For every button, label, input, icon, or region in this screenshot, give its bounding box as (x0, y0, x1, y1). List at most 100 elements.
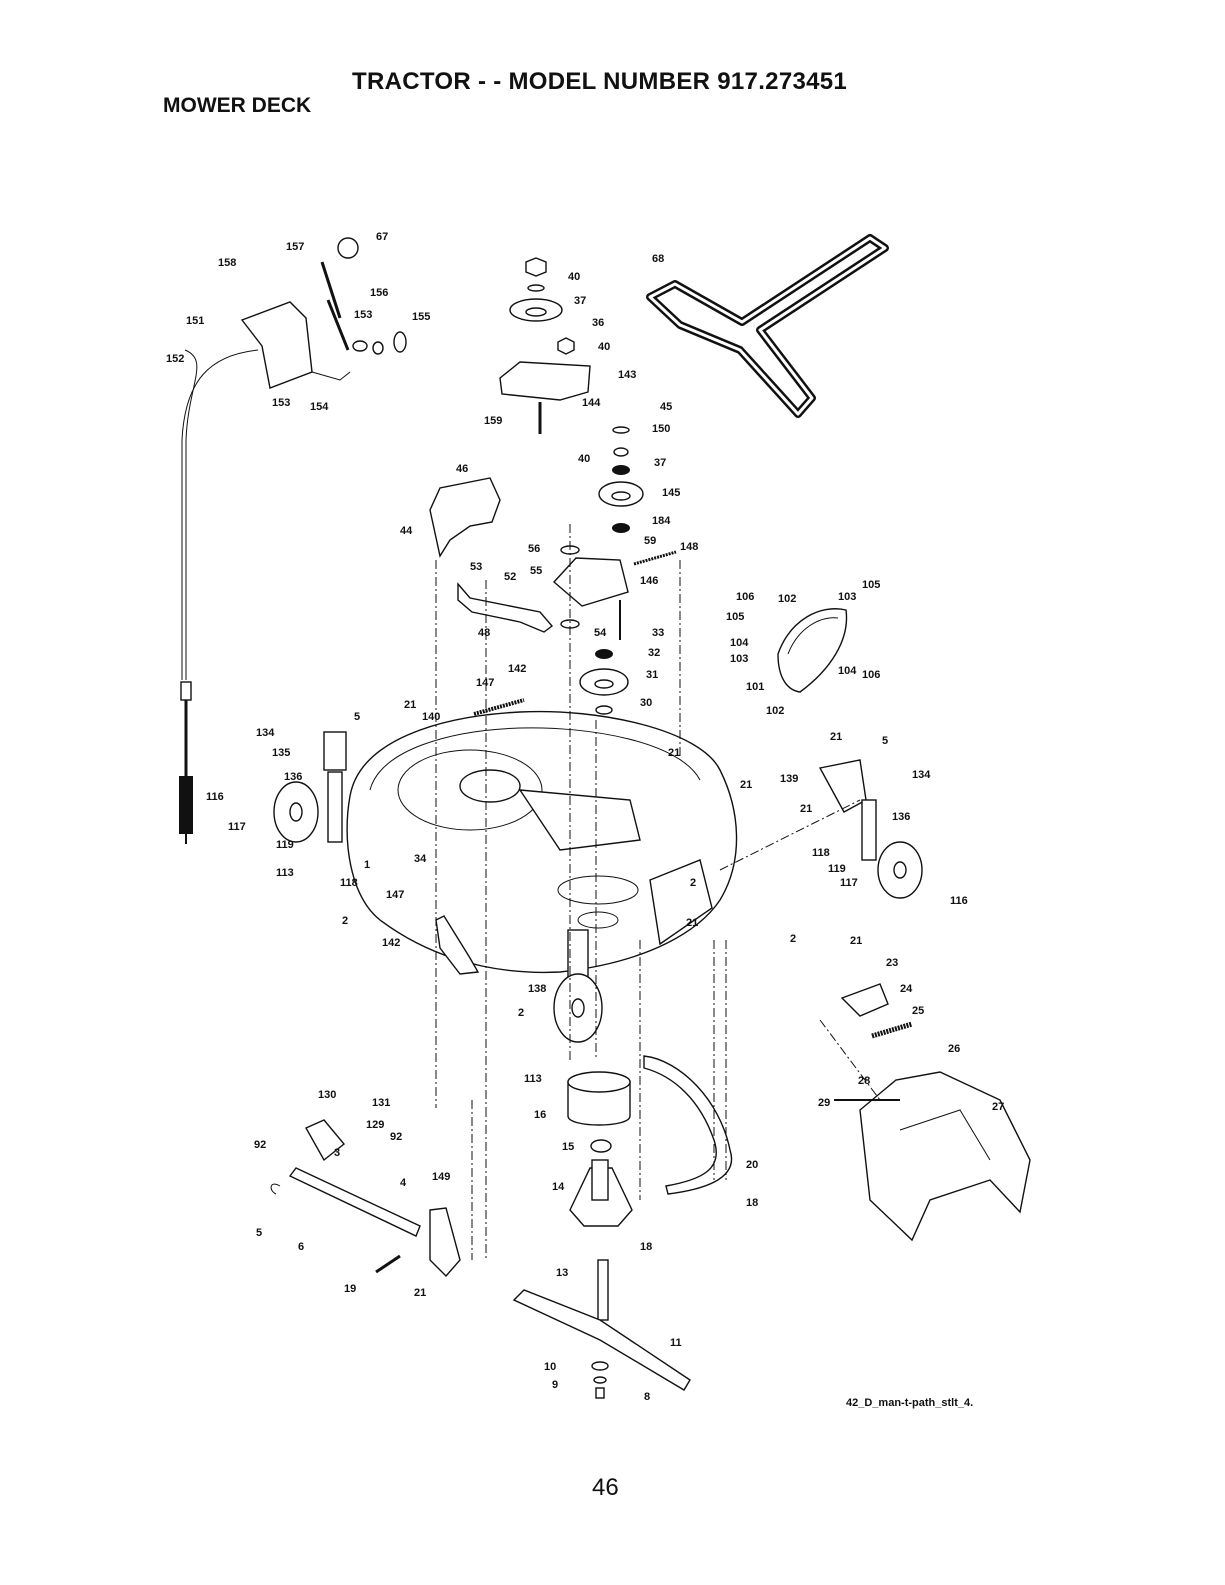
belt-guard (429, 477, 501, 558)
callout-105b: 105 (862, 579, 880, 591)
callout-28: 28 (858, 1075, 870, 1087)
callout-154: 154 (310, 401, 329, 413)
hanger-bracket (435, 915, 480, 975)
front-gauge-wheel (553, 929, 603, 1043)
callout-142: 142 (508, 663, 526, 675)
chute-bracket (840, 983, 913, 1039)
callout-144: 144 (582, 397, 601, 409)
callout-23: 23 (886, 957, 898, 969)
callout-105: 105 (726, 611, 744, 623)
center-pulley-stack (552, 426, 677, 715)
callout-135: 135 (272, 747, 290, 759)
callout-34: 34 (414, 853, 427, 865)
callout-184: 184 (652, 515, 671, 527)
callout-117b: 117 (840, 877, 858, 889)
idler-arm (457, 582, 554, 716)
callout-148: 148 (680, 541, 698, 553)
callout-68: 68 (652, 253, 664, 265)
callout-2d: 2 (518, 1007, 524, 1019)
callout-119: 119 (276, 839, 294, 851)
callout-92: 92 (254, 1139, 266, 1151)
callout-118: 118 (340, 877, 358, 889)
callout-11: 11 (670, 1337, 682, 1349)
callout-103b: 103 (730, 653, 748, 665)
callout-104b: 104 (838, 665, 857, 677)
callout-14: 14 (552, 1181, 565, 1193)
deck-housing (346, 710, 738, 974)
callout-153: 153 (354, 309, 372, 321)
callout-40c: 40 (578, 453, 590, 465)
callout-102: 102 (778, 593, 796, 605)
callout-140: 140 (422, 711, 440, 723)
callout-147b: 147 (386, 889, 404, 901)
callout-92b: 92 (390, 1131, 402, 1143)
callout-13: 13 (556, 1267, 568, 1279)
callout-5b: 5 (882, 735, 888, 747)
callout-119b: 119 (828, 863, 846, 875)
callout-3: 3 (334, 1147, 340, 1159)
callout-21g: 21 (850, 935, 862, 947)
callout-8: 8 (644, 1391, 650, 1403)
callout-145: 145 (662, 487, 680, 499)
callout-55: 55 (530, 565, 542, 577)
callout-18b: 18 (640, 1241, 652, 1253)
callout-9: 9 (552, 1379, 558, 1391)
callout-21: 21 (404, 699, 416, 711)
right-gauge-wheel (818, 759, 923, 899)
callout-101: 101 (746, 681, 764, 693)
callout-59: 59 (644, 535, 656, 547)
lift-lever-assembly (240, 237, 407, 389)
callout-158: 158 (218, 257, 236, 269)
callout-4: 4 (400, 1177, 407, 1189)
callout-102b: 102 (766, 705, 784, 717)
discharge-chute (834, 1071, 1031, 1242)
callout-19: 19 (344, 1283, 356, 1295)
part-callouts: 67 157 158 156 153 155 151 152 153 154 4… (166, 231, 1004, 1403)
callout-149: 149 (432, 1171, 450, 1183)
callout-33: 33 (652, 627, 664, 639)
left-gauge-wheel (273, 731, 347, 843)
callout-1: 1 (364, 859, 370, 871)
assembly-guide-lines (435, 524, 881, 1260)
callout-40b: 40 (598, 341, 610, 353)
callout-139: 139 (780, 773, 798, 785)
callout-104: 104 (730, 637, 749, 649)
callout-16: 16 (534, 1109, 546, 1121)
callout-21b: 21 (668, 747, 680, 759)
callout-27: 27 (992, 1101, 1004, 1113)
callout-150: 150 (652, 423, 670, 435)
mulching-door (777, 608, 848, 693)
callout-103: 103 (838, 591, 856, 603)
callout-31: 31 (646, 669, 658, 681)
callout-117: 117 (228, 821, 246, 833)
callout-2c: 2 (790, 933, 796, 945)
callout-159: 159 (484, 415, 502, 427)
idler-pulley-assembly (499, 257, 591, 434)
callout-21f: 21 (800, 803, 812, 815)
callout-5: 5 (354, 711, 360, 723)
callout-157: 157 (286, 241, 304, 253)
callout-20: 20 (746, 1159, 758, 1171)
section-title: MOWER DECK (163, 94, 312, 117)
callout-134: 134 (256, 727, 275, 739)
callout-147: 147 (476, 677, 494, 689)
callout-131: 131 (372, 1097, 390, 1109)
callout-29: 29 (818, 1097, 830, 1109)
callout-32: 32 (648, 647, 660, 659)
callout-36: 36 (592, 317, 604, 329)
callout-26: 26 (948, 1043, 960, 1055)
callout-134b: 134 (912, 769, 931, 781)
callout-129: 129 (366, 1119, 384, 1131)
callout-25: 25 (912, 1005, 924, 1017)
callout-37: 37 (574, 295, 586, 307)
callout-10: 10 (544, 1361, 556, 1373)
callout-116: 116 (206, 791, 224, 803)
page-number: 46 (592, 1474, 619, 1501)
callout-136b: 136 (892, 811, 910, 823)
callout-142b: 142 (382, 937, 400, 949)
callout-106b: 106 (862, 669, 880, 681)
callout-54: 54 (594, 627, 607, 639)
callout-18: 18 (746, 1197, 758, 1209)
callout-146: 146 (640, 575, 658, 587)
